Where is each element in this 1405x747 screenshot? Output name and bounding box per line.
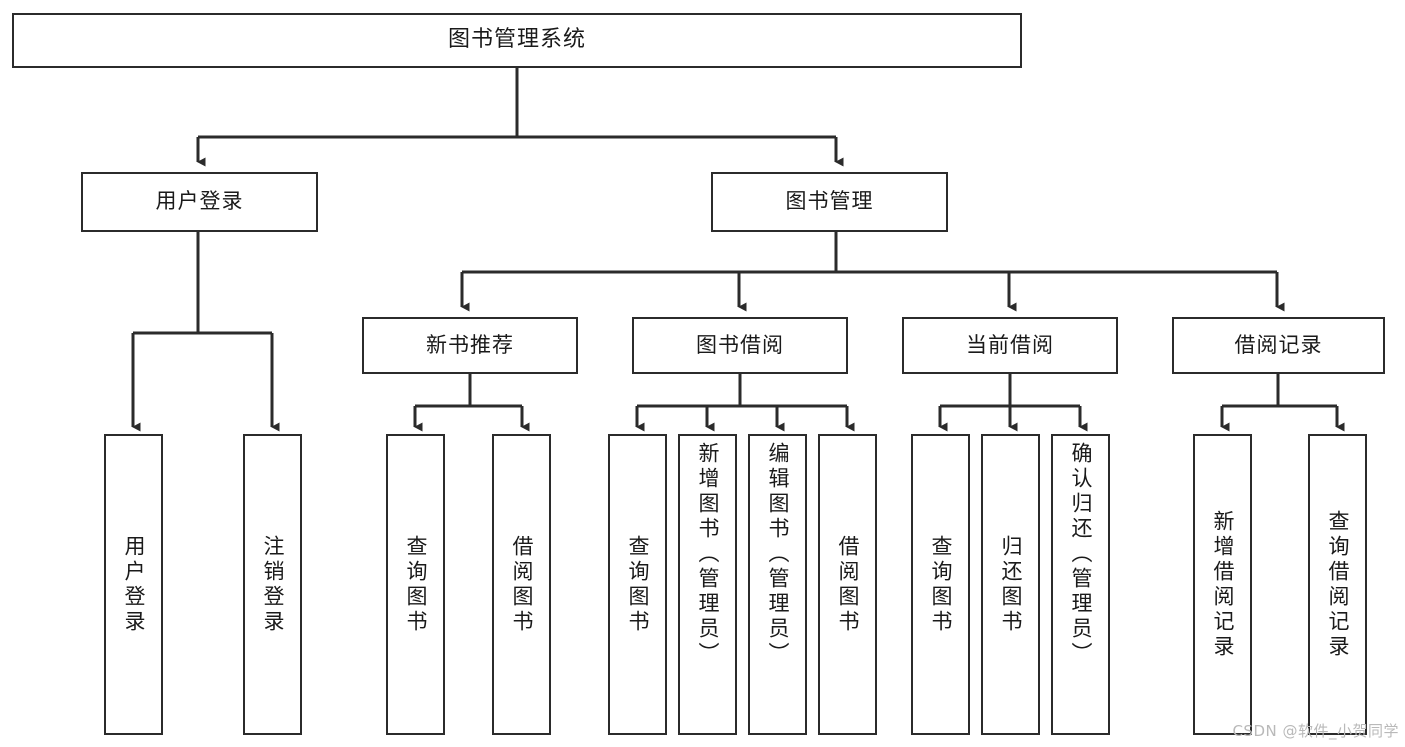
node-label: 查询借阅记录 — [1326, 509, 1350, 660]
node-root-system[interactable]: 图书管理系统 — [12, 13, 1022, 68]
leaf-edit-book-admin[interactable]: 编辑图书（管理员） — [748, 434, 807, 735]
watermark-text: CSDN @软件_小贺同学 — [1232, 722, 1399, 740]
node-borrow-record[interactable]: 借阅记录 — [1172, 317, 1385, 374]
node-user-login[interactable]: 用户登录 — [81, 172, 318, 232]
leaf-add-book-admin[interactable]: 新增图书（管理员） — [678, 434, 737, 735]
node-label: 用户登录 — [122, 534, 146, 635]
node-label: 借阅图书 — [510, 534, 534, 635]
leaf-return-book[interactable]: 归还图书 — [981, 434, 1040, 735]
node-label: 新书推荐 — [426, 332, 514, 357]
node-label: 归还图书 — [999, 534, 1023, 635]
node-label: 图书管理 — [785, 189, 874, 214]
node-label: 编辑图书（管理员） — [766, 442, 790, 667]
node-label: 新增借阅记录 — [1211, 509, 1235, 660]
node-label: 新增图书（管理员） — [696, 442, 720, 667]
node-book-manage[interactable]: 图书管理 — [711, 172, 948, 232]
node-label: 查询图书 — [929, 534, 953, 635]
node-label: 借阅记录 — [1234, 332, 1323, 357]
node-label: 查询图书 — [404, 534, 428, 635]
node-new-book-recommend[interactable]: 新书推荐 — [362, 317, 578, 374]
leaf-confirm-return-admin[interactable]: 确认归还（管理员） — [1051, 434, 1110, 735]
node-current-borrow[interactable]: 当前借阅 — [902, 317, 1118, 374]
node-label: 确认归还（管理员） — [1069, 442, 1093, 667]
leaf-borrow-book-borrow[interactable]: 借阅图书 — [818, 434, 877, 735]
node-label: 用户登录 — [155, 189, 244, 214]
leaf-query-book-current[interactable]: 查询图书 — [911, 434, 970, 735]
leaf-logout[interactable]: 注销登录 — [243, 434, 302, 735]
node-label: 注销登录 — [261, 534, 285, 635]
leaf-user-login[interactable]: 用户登录 — [104, 434, 163, 735]
leaf-borrow-book-recommend[interactable]: 借阅图书 — [492, 434, 551, 735]
node-label: 查询图书 — [626, 534, 650, 635]
node-label: 图书借阅 — [696, 332, 784, 357]
leaf-add-borrow-record[interactable]: 新增借阅记录 — [1193, 434, 1252, 735]
node-label: 图书管理系统 — [447, 27, 586, 53]
node-book-borrow[interactable]: 图书借阅 — [632, 317, 848, 374]
leaf-query-book-borrow[interactable]: 查询图书 — [608, 434, 667, 735]
node-label: 借阅图书 — [836, 534, 860, 635]
node-label: 当前借阅 — [966, 332, 1054, 357]
leaf-query-book-recommend[interactable]: 查询图书 — [386, 434, 445, 735]
leaf-query-borrow-record[interactable]: 查询借阅记录 — [1308, 434, 1367, 735]
